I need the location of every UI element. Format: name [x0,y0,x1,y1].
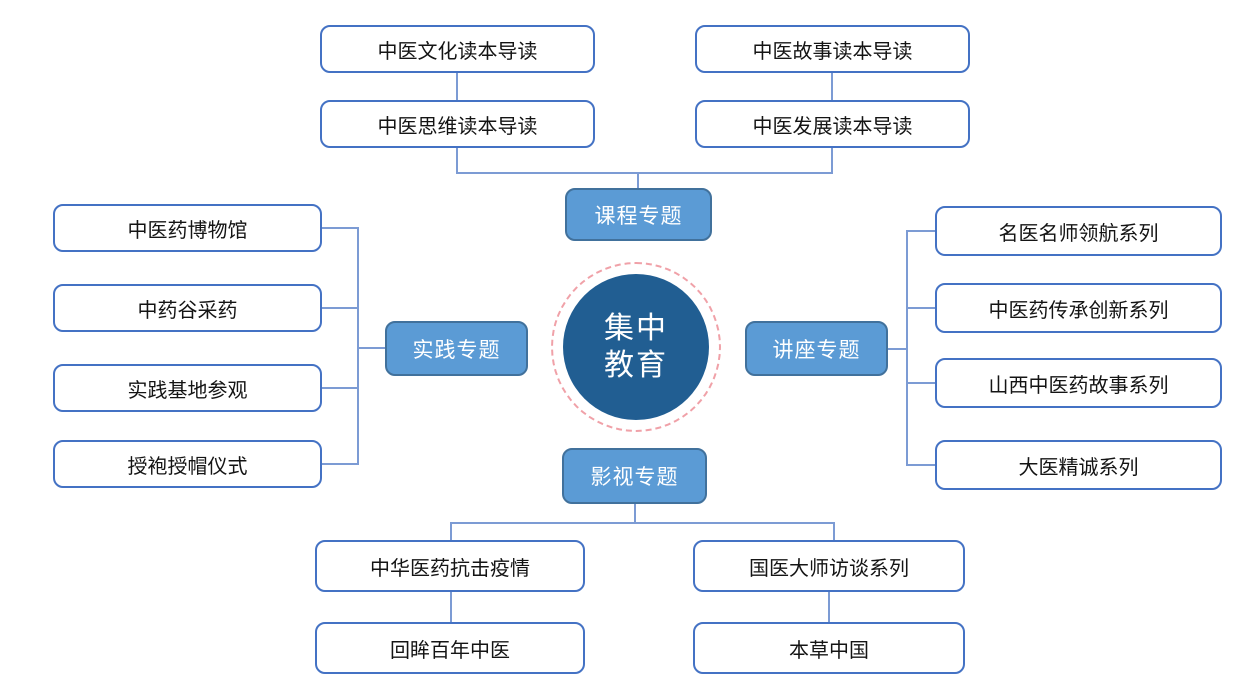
connector-line [906,307,935,309]
connector-line [322,463,358,465]
connector-line [831,148,833,172]
connector-line [357,347,385,349]
practice-item-2: 中药谷采药 [53,284,322,332]
center-node-line2: 教育 [604,349,668,382]
connector-line [906,230,935,232]
film-item-2: 回眸百年中医 [315,622,585,674]
connector-line [450,592,452,622]
branch-label-course-text: 课程专题 [594,204,683,228]
lecture-item-1: 名医名师领航系列 [935,206,1222,256]
connector-line [888,348,906,350]
center-node-line1: 集中 [604,311,668,345]
connector-line [322,307,358,309]
branch-label-practice: 实践专题 [385,321,528,376]
connector-line [906,464,935,466]
connector-line [450,522,834,524]
branch-label-lecture: 讲座专题 [745,321,888,376]
branch-label-film-text: 影视专题 [590,466,679,489]
connector-line [456,172,833,174]
practice-item-3: 实践基地参观 [53,364,322,412]
lecture-item-2: 中医药传承创新系列 [935,283,1222,333]
connector-line [322,387,358,389]
course-item-3: 中医故事读本导读 [695,25,970,73]
practice-item-4: 授袍授帽仪式 [53,440,322,488]
center-dashed-ring [551,262,721,432]
connector-line [906,230,908,465]
film-item-4: 本草中国 [693,622,965,674]
connector-line [456,148,458,172]
branch-label-practice-text: 实践专题 [412,338,501,362]
film-item-1: 中华医药抗击疫情 [315,540,585,592]
branch-label-course: 课程专题 [565,188,712,241]
branch-label-lecture-text: 讲座专题 [772,338,861,362]
lecture-item-3: 山西中医药故事系列 [935,358,1222,408]
connector-line [906,382,935,384]
connector-line [831,73,833,100]
practice-item-1: 中医药博物馆 [53,204,322,252]
branch-label-film: 影视专题 [562,448,707,504]
connector-line [450,522,452,540]
lecture-item-4: 大医精诚系列 [935,440,1222,490]
connector-line [828,592,830,622]
connector-line [833,522,835,540]
film-item-3: 国医大师访谈系列 [693,540,965,592]
connector-line [456,73,458,100]
connector-line [634,504,636,522]
connector-line [637,172,639,188]
course-item-2: 中医思维读本导读 [320,100,595,148]
connector-line [322,227,358,229]
course-item-4: 中医发展读本导读 [695,100,970,148]
center-node: 集中 教育 [563,274,709,420]
course-item-1: 中医文化读本导读 [320,25,595,73]
connector-line [357,227,359,465]
